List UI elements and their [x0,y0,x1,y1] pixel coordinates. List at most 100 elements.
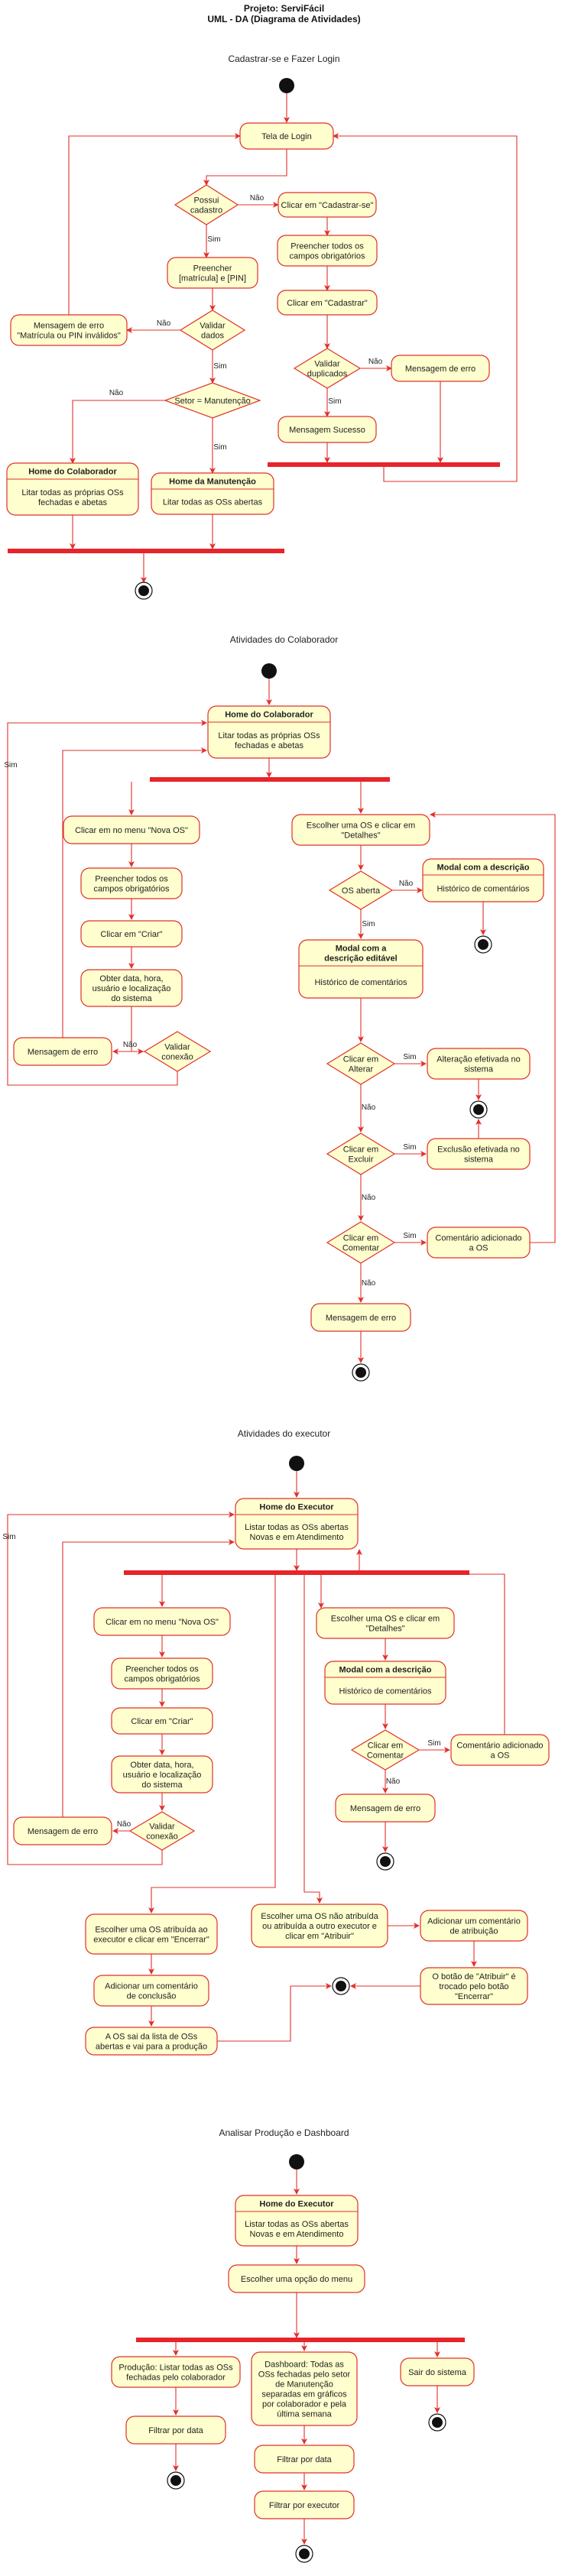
colab-clicar-nova-os-box [63,815,200,844]
colab-obter-data-box [80,969,183,1007]
colab-end-node-alteracao-dot [473,1104,484,1115]
login-flow-nao-cadastro-guard: Não [250,194,265,203]
exec-flow-sai-end [217,1983,332,2042]
login-flow-dados-sim-guard: Sim [213,362,226,371]
exec-flow-fork-encerrar [148,1575,276,1913]
colab-clicar-comentar-shape [326,1221,396,1264]
exec-flow-fork-atribuir [303,1575,323,1904]
login-clicar-cadastrar-label: Clicar em "Cadastrar" [287,299,368,308]
edges-layer: NãoNãoSimSimNãoSimNãoSimNãoSimNãoSimSimN… [2,93,556,2545]
colab-modal-descricao-box [422,858,544,902]
colab-msg-erro-conexao-label: Mensagem de erro [28,1048,98,1057]
login-home-colaborador-box [6,462,139,516]
login-msg-erro-duplicados-box [391,355,490,382]
colab-escolher-os-box [291,814,430,846]
login-flow-possui-sim-guard: Sim [207,235,220,244]
login-flow-dados-nao-guard: Não [157,319,171,328]
exec-clicar-criar-label: Clicar em "Criar" [131,1717,193,1726]
prod-escolher-opcao-box [228,2264,365,2293]
exec-escolher-atribuida-box [85,1913,218,1955]
login-preencher-matricula: Preencher[matrícula] e [PIN] [167,257,258,289]
exec-flow-conexao-sim [7,1512,235,1865]
login-flow-to-possui [203,149,287,186]
colab-clicar-criar: Clicar em "Criar" [80,920,183,948]
exec-fork-bar [124,1570,469,1575]
section-title-producao: Analisar Produção e Dashboard [219,2127,349,2138]
exec-msg-erro-final-box [335,1793,436,1823]
colab-os-aberta-label: OS aberta [342,886,381,896]
colab-flow-excluir-nao-guard: Não [362,1194,376,1202]
exec-home-box [235,1498,359,1550]
colab-flow-comentario-back [430,812,556,1243]
colab-home-title: Home do Colaborador [225,710,313,719]
prod-end-node-sair [428,2413,446,2432]
login-clicar-cadastrar-se-box [278,192,377,218]
login-possui-cadastro-shape [174,184,239,225]
exec-validar-conexao-shape [128,1811,196,1851]
exec-end-node-detalhes [376,1852,394,1871]
prod-filtrar-data-1-box [125,2416,226,2445]
exec-adicionar-atribuicao-box [420,1910,528,1942]
colab-flow-alterar-nao-guard: Não [362,1103,376,1112]
colab-os-aberta: OS aberta [328,870,394,910]
exec-flow-erro-back [62,1539,235,1817]
exec-clicar-nova-os-box [93,1607,231,1636]
colab-modal-descricao-body: Histórico de comentários [437,884,530,893]
prod-end-node-producao-dot [170,2475,181,2486]
colab-flow-conexao-nao-guard: Não [123,1041,138,1049]
exec-clicar-criar-box [111,1707,213,1735]
exec-flow-conexao-nao-guard: Não [117,1820,131,1829]
login-join-bar [268,462,500,467]
exec-modal-descricao-box [324,1661,446,1705]
colab-end-node-modal [474,935,492,954]
colab-flow-aberta-nao-guard: Não [399,880,414,888]
exec-modal-descricao-title: Modal com a descrição [339,1665,431,1674]
colab-flow-comentar-nao-guard: Não [362,1279,376,1288]
colab-start-node [261,663,277,679]
exec-flow-comentar-nao-guard: Não [386,1777,401,1786]
login-msg-erro-dados: Mensagem de erro"Matrícula ou PIN inváli… [10,314,128,346]
section-title-executor: Atividades do executor [237,1428,331,1439]
exec-msg-erro-final: Mensagem de erro [335,1793,436,1823]
colab-msg-erro-conexao-box [13,1037,112,1066]
prod-filtrar-executor-box [254,2490,355,2519]
login-end-node [135,582,153,600]
login-clicar-cadastrar-se-label: Clicar em "Cadastrar-se" [281,201,374,210]
prod-producao-box [111,2356,241,2388]
prod-filtrar-data-2-box [254,2445,355,2474]
colab-clicar-nova-os: Clicar em no menu "Nova OS" [63,815,200,844]
colab-comentario-ok-box [427,1226,531,1259]
colab-end-node-final-dot [355,1367,366,1378]
exec-os-sai-lista-box [85,2027,218,2056]
exec-clicar-nova-os: Clicar em no menu "Nova OS" [93,1607,231,1636]
